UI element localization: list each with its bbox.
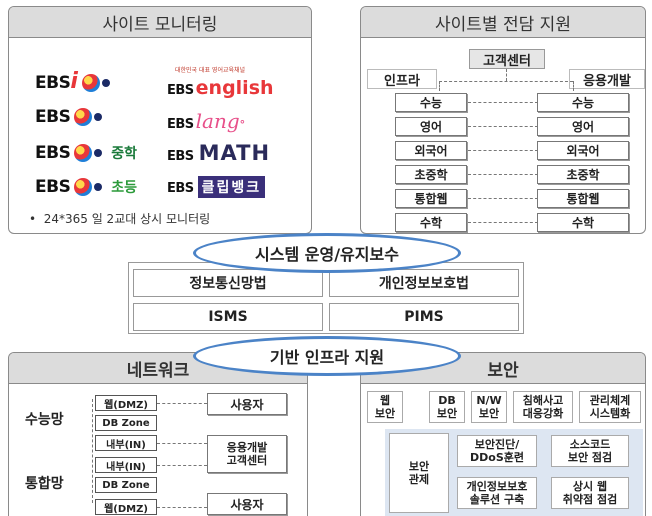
dedicated-support-title: 사이트별 전담 지원 xyxy=(361,7,645,38)
infra-row-suneung: 수능 xyxy=(395,93,467,112)
nw-security: N/W 보안 xyxy=(471,391,507,423)
laws-table: 정보통신망법 개인정보보호법 ISMS PIMS xyxy=(128,262,524,334)
zone-internal-2: 내부(IN) xyxy=(95,457,157,473)
site-monitoring-title: 사이트 모니터링 xyxy=(9,7,311,38)
customer-center-label: 고객센터 xyxy=(469,49,545,69)
app-dev-label: 응용개발 xyxy=(569,69,645,89)
infra-row-integrated-web: 통합웹 xyxy=(395,189,467,208)
security-panel: 보안 웹 보안 DB 보안 N/W 보안 침해사고 대응강화 관리체계 시스템화… xyxy=(360,352,646,516)
ebs-logo: EBS xyxy=(35,107,103,127)
target-appdev-customer-center: 응용개발 고객센터 xyxy=(207,435,287,473)
infra-row-math: 수학 xyxy=(395,213,467,232)
web-vulnerability-check: 상시 웹 취약점 점검 xyxy=(551,477,629,509)
integrated-net-label: 통합망 xyxy=(25,476,64,492)
ebs-middle-school-logo: EBS 중학 xyxy=(35,143,138,163)
zone-web-dmz-1: 웹(DMZ) xyxy=(95,395,157,411)
network-panel: 네트워크 수능망 통합망 웹(DMZ) DB Zone 내부(IN) 내부(IN… xyxy=(8,352,308,516)
infra-banner: 기반 인프라 지원 xyxy=(193,336,461,376)
security-control: 보안 관제 xyxy=(389,433,449,513)
app-row-foreign: 외국어 xyxy=(537,141,629,160)
zone-db-1: DB Zone xyxy=(95,415,157,431)
law-cell-pims: PIMS xyxy=(329,303,519,331)
suneung-net-label: 수능망 xyxy=(25,412,64,428)
security-diagnosis-ddos: 보안진단/ DDoS훈련 xyxy=(457,435,537,467)
law-cell-network-act: 정보통신망법 xyxy=(133,269,323,297)
management-system: 관리체계 시스템화 xyxy=(579,391,641,423)
infra-label: 인프라 xyxy=(367,69,437,89)
zone-internal-1: 내부(IN) xyxy=(95,435,157,451)
ebs-english-caption: 대한민국 대표 영어교육채널 xyxy=(175,67,246,74)
operation-banner: 시스템 운영/유지보수 xyxy=(193,233,461,273)
db-security: DB 보안 xyxy=(429,391,465,423)
zone-web-dmz-2: 웹(DMZ) xyxy=(95,499,157,515)
law-cell-isms: ISMS xyxy=(133,303,323,331)
zone-db-2: DB Zone xyxy=(95,477,157,493)
web-security: 웹 보안 xyxy=(367,391,403,423)
ebs-elementary-logo: EBS 초등 xyxy=(35,177,138,197)
ebs-i-logo: EBSi xyxy=(35,69,110,94)
law-cell-privacy-act: 개인정보보호법 xyxy=(329,269,519,297)
app-row-integrated-web: 통합웹 xyxy=(537,189,629,208)
app-row-math: 수학 xyxy=(537,213,629,232)
dedicated-support-panel: 사이트별 전담 지원 고객센터 인프라 응용개발 수능 수능 영어 영어 외국어… xyxy=(360,6,646,234)
target-user-1: 사용자 xyxy=(207,393,287,415)
monitoring-note: • 24*365 일 2교대 상시 모니터링 xyxy=(29,212,211,226)
app-row-english: 영어 xyxy=(537,117,629,136)
source-code-inspection: 소스코드 보안 점검 xyxy=(551,435,629,467)
privacy-solution: 개인정보보호 솔루션 구축 xyxy=(457,477,537,509)
infra-row-english: 영어 xyxy=(395,117,467,136)
site-monitoring-panel: 사이트 모니터링 EBSi EBS EBS 중학 EBS 초등 대한민국 대표 … xyxy=(8,6,312,234)
app-row-elem-mid: 초중학 xyxy=(537,165,629,184)
infra-row-elem-mid: 초중학 xyxy=(395,165,467,184)
infra-row-foreign: 외국어 xyxy=(395,141,467,160)
target-user-2: 사용자 xyxy=(207,493,287,515)
app-row-suneung: 수능 xyxy=(537,93,629,112)
incident-response: 침해사고 대응강화 xyxy=(513,391,573,423)
